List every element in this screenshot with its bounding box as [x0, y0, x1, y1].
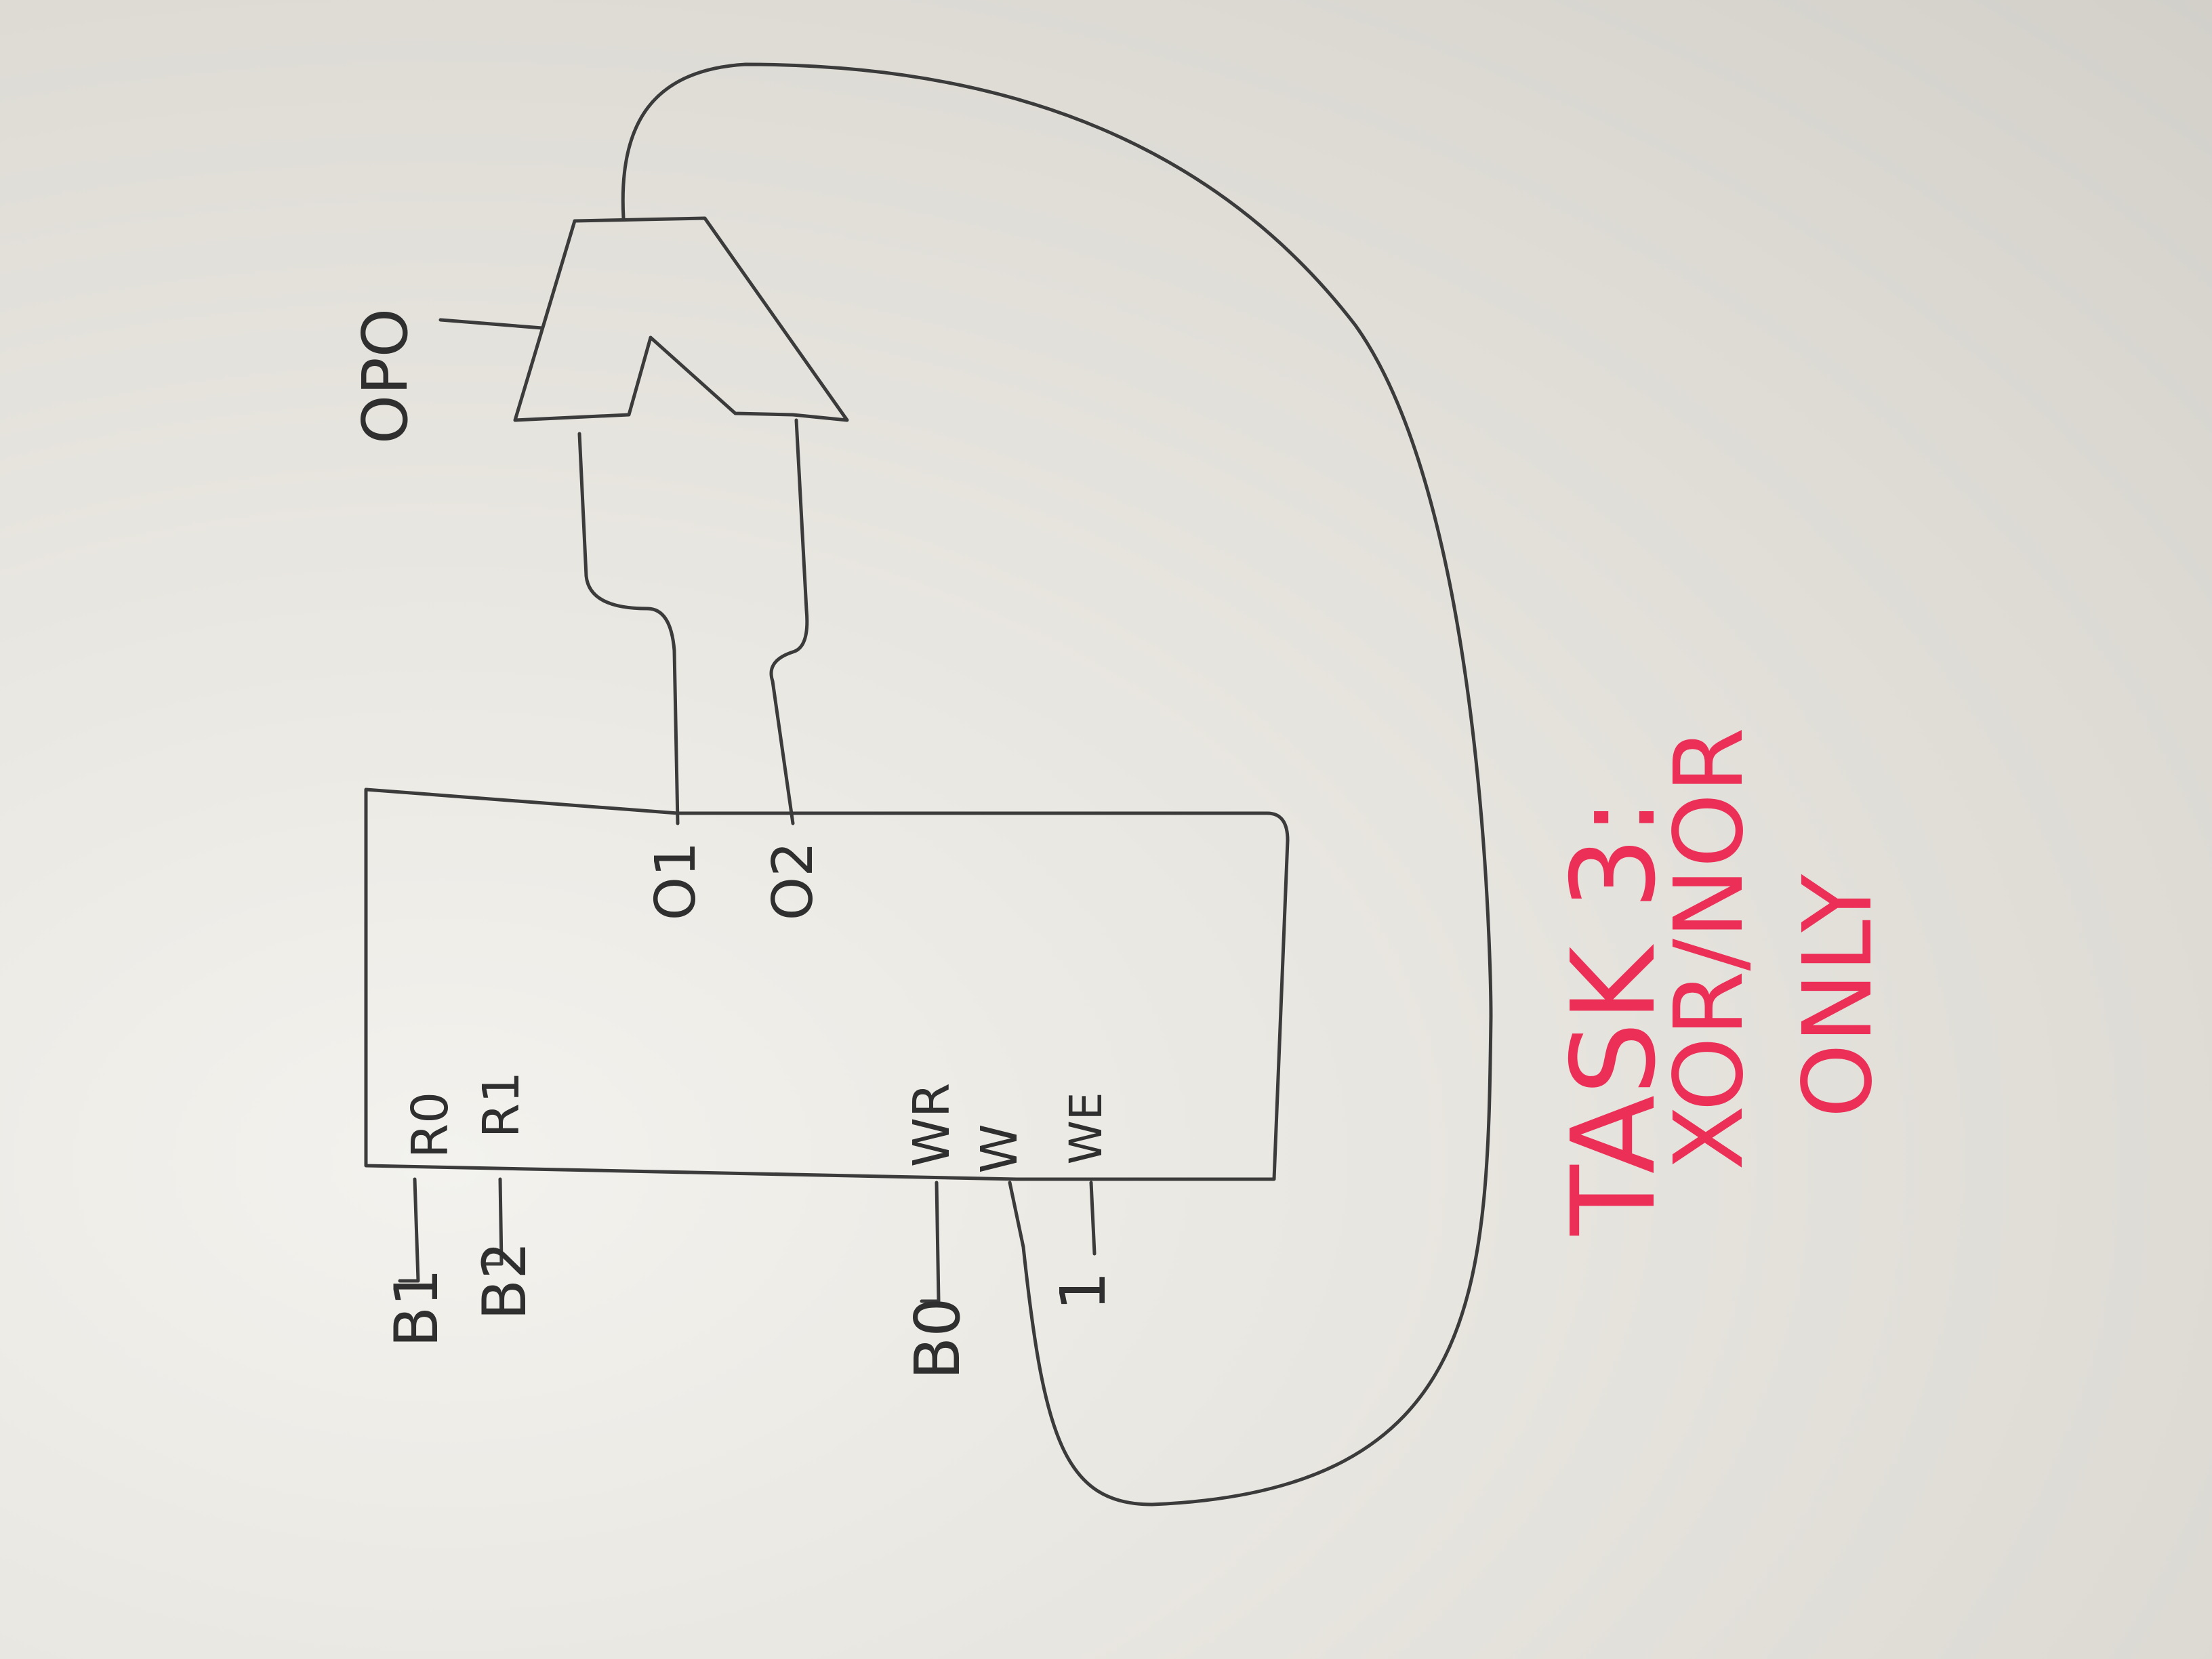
task-line-1: XOR/NOR	[1654, 727, 1765, 1170]
gate-output-line	[438, 318, 544, 330]
read-input-label-b1: B1	[382, 1269, 451, 1347]
lead-b1-r0	[398, 1177, 420, 1283]
alu-gate	[513, 216, 849, 422]
task-title: TASK 3:	[1547, 798, 1681, 1236]
lead-one-we	[1089, 1181, 1097, 1256]
lead-b2-r1	[483, 1177, 504, 1266]
lead-b0-wr	[920, 1181, 941, 1303]
wire-o1-to-gate	[577, 432, 680, 825]
output-port-label-o2: O2	[761, 842, 825, 921]
write-input-label-one: 1	[1047, 1271, 1120, 1311]
gate-output-label: OPO	[349, 308, 422, 444]
write-port-label-w: W	[970, 1124, 1029, 1173]
read-port-label-r0: R0	[401, 1092, 459, 1159]
write-port-label-wr: WR	[903, 1083, 961, 1168]
output-port-label-o1: O1	[644, 842, 708, 921]
read-input-label-b2: B2	[470, 1242, 539, 1320]
wire-o2-to-gate	[769, 418, 809, 825]
read-port-label-r1: R1	[472, 1071, 531, 1139]
task-line-2: ONLY	[1783, 874, 1893, 1118]
write-input-label-b0: B0	[901, 1297, 974, 1380]
register-block	[364, 787, 1290, 1181]
feedback-loop-wire	[621, 62, 1493, 1507]
write-port-label-we: WE	[1060, 1092, 1112, 1165]
